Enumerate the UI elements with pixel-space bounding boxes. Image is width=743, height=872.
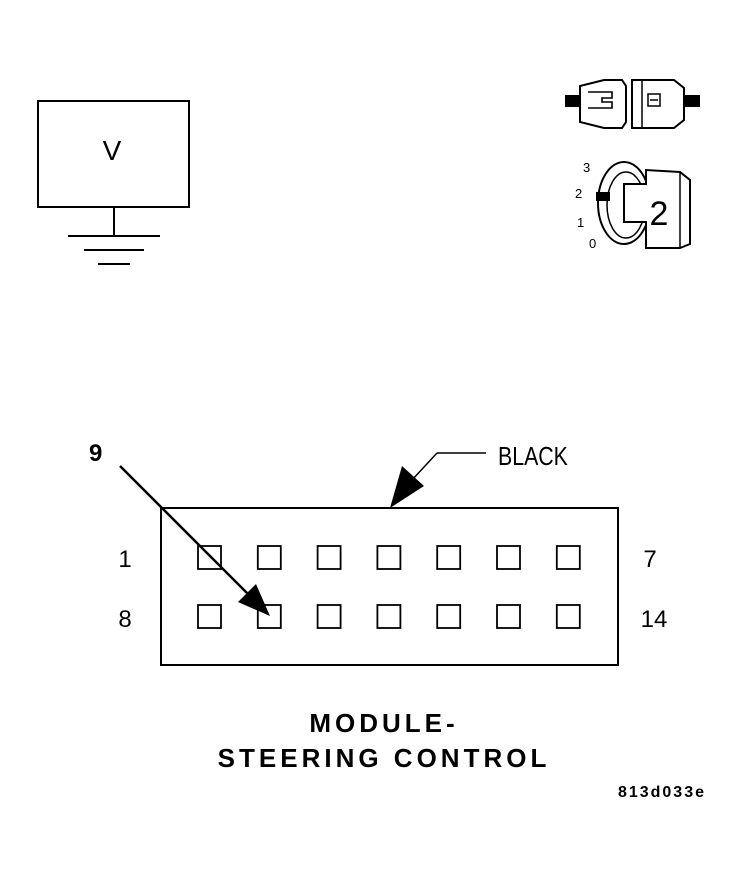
row2-end-label: 14 xyxy=(641,606,668,633)
pin-cavity-7 xyxy=(555,545,581,570)
pin-cavity-14 xyxy=(555,604,581,629)
pin-cavity-11 xyxy=(376,604,402,629)
pin-row-top xyxy=(197,545,581,570)
caption-line-1: MODULE- xyxy=(309,708,458,738)
row1-end-label: 7 xyxy=(643,546,656,573)
pin-row-bottom xyxy=(197,604,581,629)
ground-icon xyxy=(68,207,160,265)
connector-caption: MODULE- STEERING CONTROL xyxy=(218,708,551,773)
pin-cavity-4 xyxy=(376,545,402,570)
color-callout: BLACK xyxy=(390,442,568,508)
callout-arrowhead xyxy=(390,466,424,508)
pin-cavity-13 xyxy=(496,604,521,629)
pin-cavity-1 xyxy=(197,545,222,570)
pin-pointer-label: 9 xyxy=(89,440,102,467)
connector-body xyxy=(160,507,619,666)
pin-cavity-12 xyxy=(436,604,462,629)
row2-start-label: 8 xyxy=(118,606,131,633)
ignition-position-2: 2 xyxy=(575,186,582,201)
connector-face: 1 7 8 14 xyxy=(118,507,668,666)
pin-cavity-2 xyxy=(256,545,282,570)
caption-line-2: STEERING CONTROL xyxy=(218,743,551,773)
pin-cavity-10 xyxy=(316,604,342,629)
voltmeter: V xyxy=(37,100,190,265)
pin-cavity-9 xyxy=(256,604,282,629)
voltmeter-label: V xyxy=(103,135,122,166)
pin-cavity-8 xyxy=(197,604,222,629)
ignition-position-0: 0 xyxy=(589,236,596,251)
ignition-position-3: 3 xyxy=(583,160,590,175)
ignition-key-icon: 3 2 1 0 2 xyxy=(575,160,691,251)
figure-code: 813d033e xyxy=(618,784,706,801)
connector-color-label: BLACK xyxy=(498,442,568,472)
ignition-position-1: 1 xyxy=(577,215,584,230)
connector-disconnect-icon xyxy=(565,79,700,129)
pin-cavity-3 xyxy=(316,545,342,570)
pin-cavity-5 xyxy=(436,545,462,570)
row1-start-label: 1 xyxy=(118,546,131,573)
pointer-arrowhead xyxy=(238,584,270,616)
ignition-key-position: 2 xyxy=(650,195,669,233)
pin-cavity-6 xyxy=(496,545,521,570)
pin-pointer: 9 xyxy=(89,440,270,616)
